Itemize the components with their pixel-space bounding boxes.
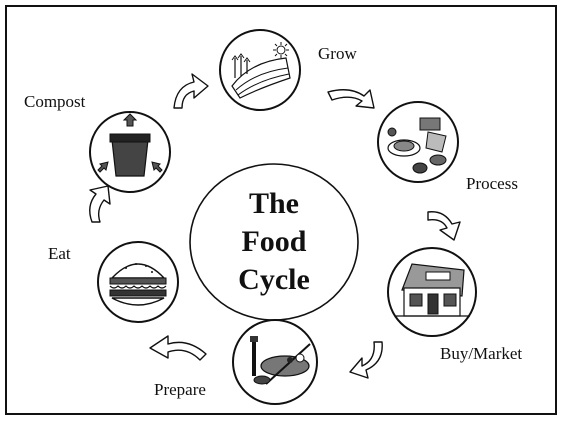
stage-label-buy: Buy/Market — [440, 344, 523, 363]
center-title-line-2: Food — [241, 225, 307, 258]
arrow-grow-to-process — [327, 89, 375, 109]
center-title-line-3: Cycle — [238, 263, 310, 296]
arrow-prepare-to-eat — [149, 335, 207, 361]
stage-node-eat — [97, 241, 179, 323]
arrow-buy-to-prepare — [349, 341, 383, 379]
stage-label-process: Process — [466, 174, 518, 193]
compost-bin-icon — [97, 113, 163, 177]
stage-label-eat: Eat — [48, 244, 71, 263]
food-preparation-icon — [250, 336, 311, 385]
arrow-compost-to-grow — [173, 73, 209, 109]
center-title-line-1: The — [248, 187, 299, 220]
stage-label-grow: Grow — [318, 44, 357, 63]
stage-node-prepare — [232, 319, 318, 405]
stage-node-process — [377, 101, 459, 183]
arrow-process-to-buy — [427, 211, 461, 241]
hamburger-icon — [109, 263, 167, 306]
arrow-eat-to-compost — [89, 185, 111, 223]
stage-node-grow — [219, 29, 301, 111]
food-processing-icon — [387, 117, 447, 174]
stage-node-compost — [89, 111, 171, 193]
stage-label-prepare: Prepare — [154, 380, 206, 399]
center-title: The Food Cycle — [190, 162, 358, 322]
diagram-frame — [5, 5, 557, 415]
farm-field-sun-icon — [231, 42, 291, 99]
market-store-icon — [396, 263, 470, 317]
stage-label-compost: Compost — [24, 92, 86, 111]
stage-node-buy — [387, 247, 477, 337]
